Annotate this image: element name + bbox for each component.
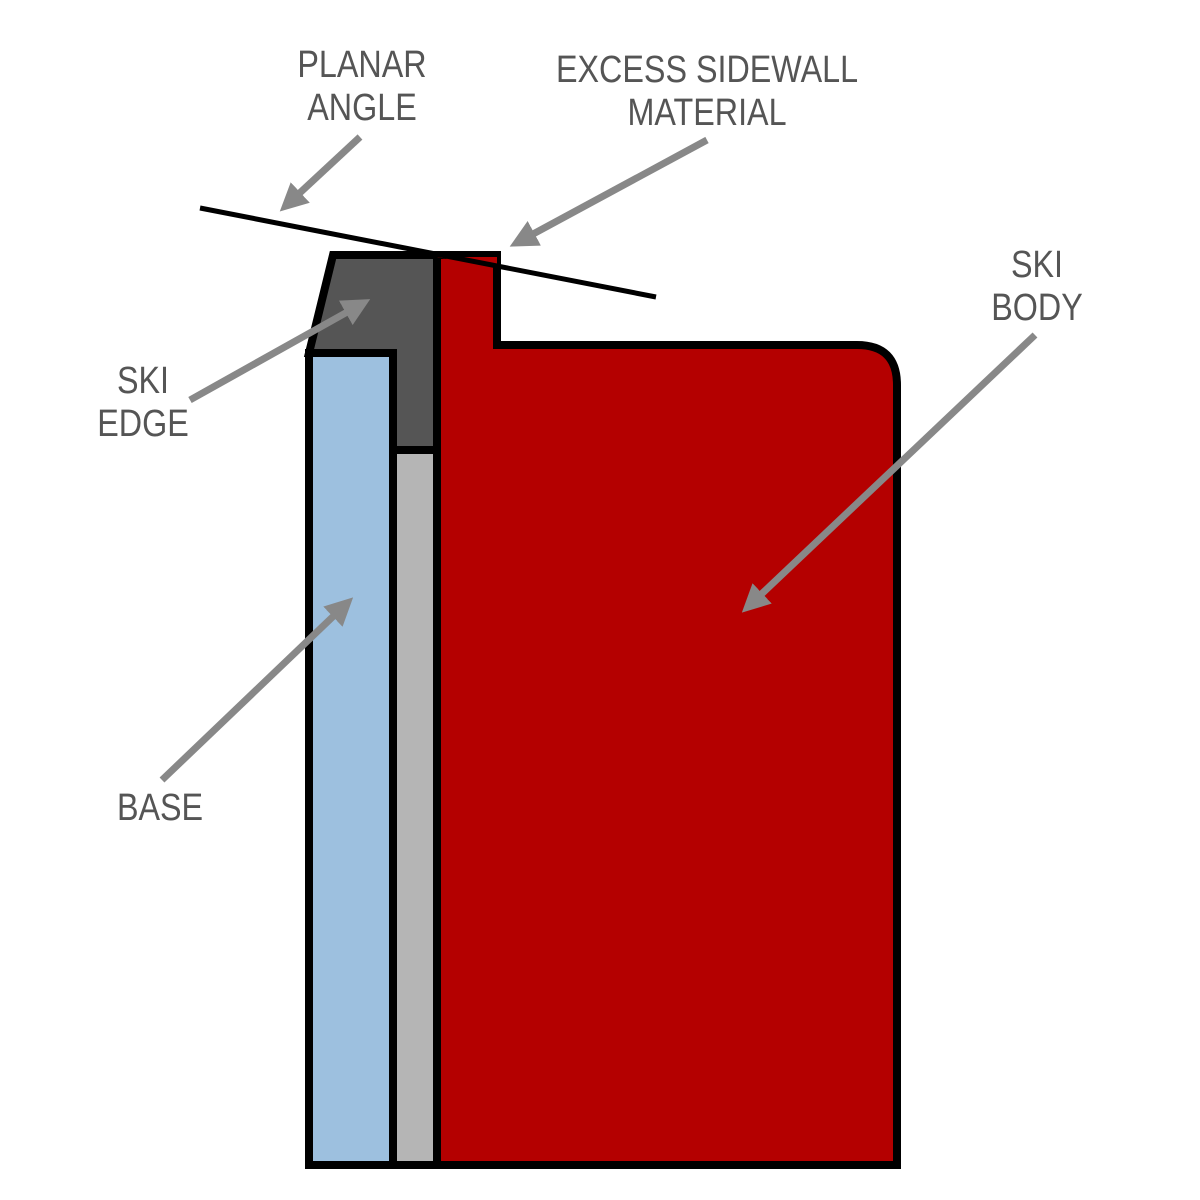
base-arrow	[159, 597, 354, 783]
label-line: PLANAR	[297, 44, 426, 86]
excess-sidewall-arrow	[509, 136, 709, 247]
planar-angle-arrow	[279, 134, 363, 212]
base-layer	[305, 349, 397, 1169]
ski-edge-arrow	[188, 299, 371, 404]
label-line: ANGLE	[307, 87, 416, 129]
label-line: EXCESS SIDEWALL	[556, 49, 858, 91]
base-label: BASE	[117, 787, 203, 829]
ski-body-shape	[433, 251, 901, 1169]
label-line: BASE	[117, 787, 203, 829]
planar-angle-line	[199, 205, 657, 300]
label-line: SKI	[1011, 244, 1063, 286]
sidewall-strip	[389, 446, 441, 1169]
planar-angle-label: PLANAR ANGLE	[297, 44, 426, 129]
ski-body-label: SKI BODY	[991, 244, 1083, 329]
label-line: SKI	[117, 360, 169, 402]
ski-body-arrow	[741, 332, 1038, 613]
ski-edge-label: SKI EDGE	[97, 360, 189, 445]
excess-sidewall-label: EXCESS SIDEWALL MATERIAL	[556, 49, 858, 134]
label-line: BODY	[991, 287, 1083, 329]
label-line: MATERIAL	[627, 92, 786, 134]
label-line: EDGE	[97, 403, 189, 445]
